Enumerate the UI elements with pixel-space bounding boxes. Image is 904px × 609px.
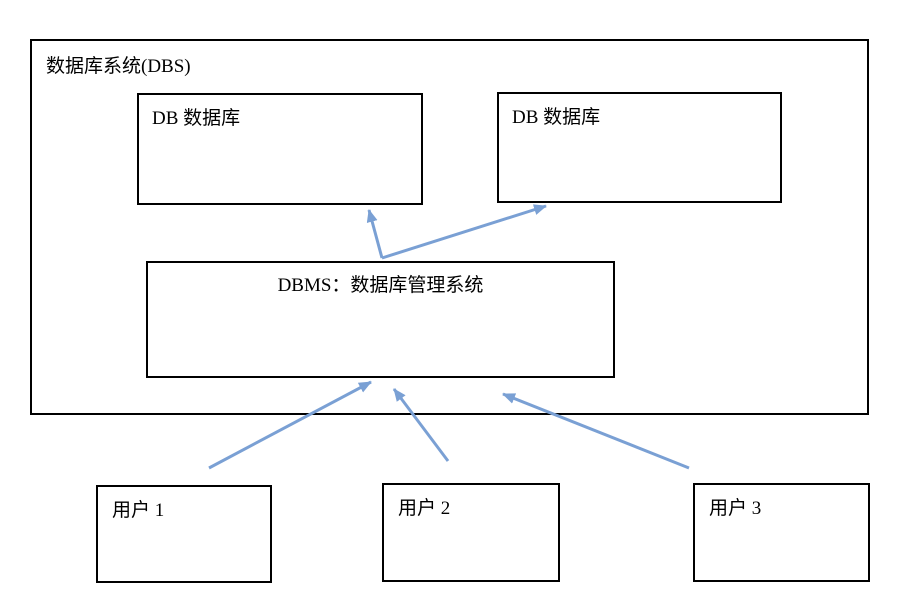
node-dbms: DBMS：数据库管理系统 bbox=[146, 261, 615, 378]
node-db2: DB 数据库 bbox=[497, 92, 782, 203]
node-user3: 用户 3 bbox=[693, 483, 870, 582]
node-user3-label: 用户 3 bbox=[709, 498, 762, 519]
node-user2: 用户 2 bbox=[382, 483, 560, 582]
system-boundary-label: 数据库系统(DBS) bbox=[46, 56, 191, 77]
node-dbms-label: DBMS：数据库管理系统 bbox=[277, 275, 484, 296]
node-db1: DB 数据库 bbox=[137, 93, 423, 205]
node-user1-label: 用户 1 bbox=[112, 500, 165, 521]
node-user1: 用户 1 bbox=[96, 485, 272, 583]
node-user2-label: 用户 2 bbox=[398, 498, 451, 519]
node-db2-label: DB 数据库 bbox=[512, 107, 601, 128]
node-db1-label: DB 数据库 bbox=[152, 108, 241, 129]
